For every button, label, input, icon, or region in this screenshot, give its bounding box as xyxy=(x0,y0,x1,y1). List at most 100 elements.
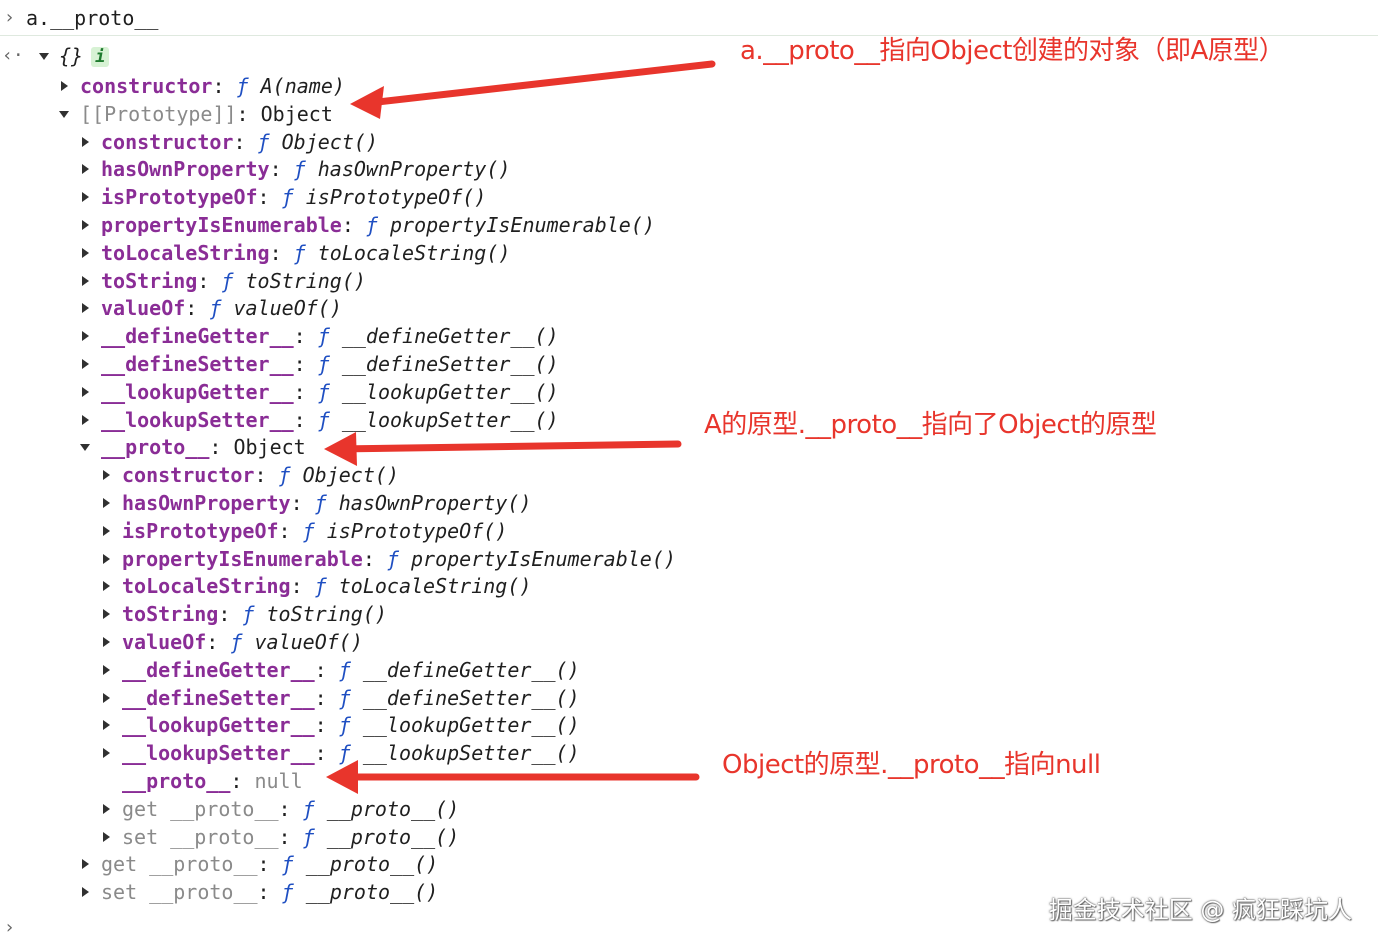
property-key: toLocaleString xyxy=(122,574,291,599)
expand-triangle-icon[interactable] xyxy=(103,831,110,842)
property-separator: : xyxy=(185,296,210,321)
property-row[interactable]: __defineGetter__: ƒ __defineGetter__() xyxy=(0,656,1378,684)
property-row[interactable]: __defineGetter__: ƒ __defineGetter__() xyxy=(0,322,1378,350)
function-icon: ƒ xyxy=(338,741,351,766)
property-row[interactable]: hasOwnProperty: ƒ hasOwnProperty() xyxy=(0,155,1378,183)
property-content: valueOf: ƒ valueOf() xyxy=(122,628,363,656)
watermark: 掘金技术社区 @ 疯狂踩坑人 xyxy=(1048,896,1352,924)
property-row[interactable]: toString: ƒ toString() xyxy=(0,267,1378,295)
expand-triangle-icon[interactable] xyxy=(103,581,110,592)
expand-triangle-icon[interactable] xyxy=(103,692,110,703)
expand-triangle-icon[interactable] xyxy=(103,664,110,675)
property-key: set __proto__ xyxy=(122,824,279,849)
expand-triangle-icon[interactable] xyxy=(82,359,89,369)
property-separator: : xyxy=(314,741,339,766)
expand-triangle-icon[interactable] xyxy=(82,275,89,286)
property-row[interactable]: isPrototypeOf: ƒ isPrototypeOf() xyxy=(0,183,1378,211)
property-separator: : xyxy=(278,796,303,821)
function-icon: ƒ xyxy=(293,157,306,182)
expand-triangle-icon[interactable] xyxy=(103,525,110,536)
property-content: [[Prototype]]: Object xyxy=(80,100,333,128)
property-row[interactable]: toLocaleString: ƒ toLocaleString() xyxy=(0,239,1378,267)
expand-triangle-icon[interactable] xyxy=(82,303,89,314)
property-row[interactable]: toString: ƒ toString() xyxy=(0,600,1378,628)
property-row[interactable]: set __proto__: ƒ __proto__() xyxy=(0,823,1378,851)
collapse-triangle-icon[interactable] xyxy=(39,53,49,60)
function-icon: ƒ xyxy=(302,824,315,849)
property-value: propertyIsEnumerable() xyxy=(411,546,676,571)
property-row[interactable]: set __proto__: ƒ __proto__() xyxy=(0,878,1378,906)
expand-triangle-icon[interactable] xyxy=(82,220,89,230)
console-result-root[interactable]: ‹· {}i xyxy=(0,42,1378,70)
property-key: [[Prototype]] xyxy=(80,101,237,126)
property-separator: : xyxy=(257,880,282,905)
property-row[interactable]: valueOf: ƒ valueOf() xyxy=(0,628,1378,656)
expand-triangle-icon[interactable] xyxy=(82,887,89,898)
expand-triangle-icon[interactable] xyxy=(61,81,68,91)
property-value: propertyIsEnumerable() xyxy=(390,213,655,237)
expand-triangle-icon[interactable] xyxy=(82,247,89,258)
property-row[interactable]: propertyIsEnumerable: ƒ propertyIsEnumer… xyxy=(0,545,1378,573)
function-icon: ƒ xyxy=(386,546,399,571)
expand-triangle-icon[interactable] xyxy=(103,498,110,508)
property-row[interactable]: get __proto__: ƒ __proto__() xyxy=(0,795,1378,823)
property-row[interactable]: valueOf: ƒ valueOf() xyxy=(0,294,1378,322)
property-separator: : xyxy=(293,352,318,376)
property-row[interactable]: get __proto__: ƒ __proto__() xyxy=(0,850,1378,878)
property-content: set __proto__: ƒ __proto__() xyxy=(101,878,438,906)
console-bottom-prompt[interactable]: › xyxy=(0,914,1378,942)
expand-triangle-icon[interactable] xyxy=(103,553,110,564)
property-value: null xyxy=(254,769,303,793)
collapse-triangle-icon[interactable] xyxy=(80,444,90,452)
console-divider xyxy=(0,35,1378,36)
property-row[interactable]: isPrototypeOf: ƒ isPrototypeOf() xyxy=(0,517,1378,545)
property-row[interactable]: hasOwnProperty: ƒ hasOwnProperty() xyxy=(0,489,1378,517)
expand-triangle-icon[interactable] xyxy=(103,803,110,814)
collapse-triangle-icon[interactable] xyxy=(59,110,69,118)
property-row[interactable]: __lookupGetter__: ƒ __lookupGetter__() xyxy=(0,711,1378,739)
function-icon: ƒ xyxy=(281,880,294,905)
function-icon: ƒ xyxy=(317,352,330,376)
property-row[interactable]: __defineSetter__: ƒ __defineSetter__() xyxy=(0,350,1378,378)
property-separator: : xyxy=(314,657,339,682)
property-row[interactable]: __proto__: Object xyxy=(0,433,1378,461)
expand-triangle-icon[interactable] xyxy=(82,136,89,147)
property-row[interactable]: [[Prototype]]: Object xyxy=(0,100,1378,128)
expand-triangle-icon[interactable] xyxy=(103,609,110,620)
property-row[interactable]: propertyIsEnumerable: ƒ propertyIsEnumer… xyxy=(0,211,1378,239)
property-separator: : xyxy=(293,379,318,404)
annotation-label: a.__proto__指向Object创建的对象（即A原型） xyxy=(740,36,1285,66)
expand-triangle-icon[interactable] xyxy=(82,386,89,397)
expand-triangle-icon[interactable] xyxy=(82,331,89,342)
expand-triangle-icon[interactable] xyxy=(103,470,110,481)
property-separator: : xyxy=(278,518,303,543)
property-separator: : xyxy=(212,74,237,98)
property-row[interactable]: constructor: ƒ Object() xyxy=(0,461,1378,489)
console-input-line[interactable]: › a.__proto__ xyxy=(0,4,1378,32)
info-icon[interactable]: i xyxy=(91,47,110,67)
property-row[interactable]: toLocaleString: ƒ toLocaleString() xyxy=(0,572,1378,600)
property-content: __proto__: null xyxy=(122,767,303,795)
property-key: __lookupSetter__ xyxy=(101,407,294,432)
property-row[interactable]: constructor: ƒ Object() xyxy=(0,128,1378,156)
property-key: valueOf xyxy=(122,630,207,654)
expand-triangle-icon[interactable] xyxy=(82,164,89,175)
expand-triangle-icon[interactable] xyxy=(82,859,89,870)
property-row[interactable]: __lookupGetter__: ƒ __lookupGetter__() xyxy=(0,378,1378,406)
expand-triangle-icon[interactable] xyxy=(103,637,110,647)
expand-triangle-icon[interactable] xyxy=(103,720,110,731)
expand-triangle-icon[interactable] xyxy=(103,748,110,759)
property-row[interactable]: __lookupSetter__: ƒ __lookupSetter__() xyxy=(0,739,1378,767)
property-row[interactable]: constructor: ƒ A(name) xyxy=(0,72,1378,100)
expand-triangle-icon[interactable] xyxy=(82,192,89,203)
property-separator: : xyxy=(362,546,387,571)
property-row[interactable]: __defineSetter__: ƒ __defineSetter__() xyxy=(0,684,1378,712)
property-content: get __proto__: ƒ __proto__() xyxy=(122,795,459,823)
function-icon: ƒ xyxy=(242,602,255,627)
property-separator: : xyxy=(269,157,294,182)
property-row[interactable]: __lookupSetter__: ƒ __lookupSetter__() xyxy=(0,406,1378,434)
property-separator: : xyxy=(314,685,339,710)
property-key: __proto__ xyxy=(101,435,210,460)
expand-triangle-icon[interactable] xyxy=(82,414,89,425)
